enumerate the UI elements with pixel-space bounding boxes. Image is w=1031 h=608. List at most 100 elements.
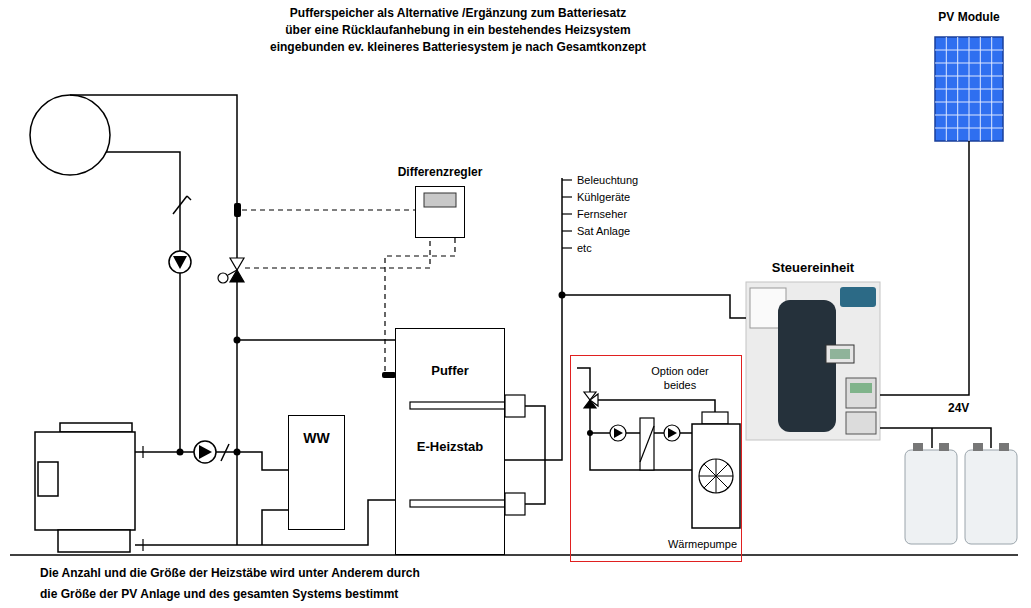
voltage-label: 24V [948, 401, 969, 415]
temperature-sensor [234, 203, 241, 217]
battery-terminal [939, 443, 949, 451]
pv-cell-grid [935, 37, 1003, 141]
display-screen [850, 383, 872, 393]
diagram-title: Pufferspeicher als Alternative /Ergänzun… [208, 5, 708, 56]
rod-terminal [505, 395, 525, 417]
fan-symbol [699, 459, 733, 493]
controller-box [415, 186, 465, 238]
boiler-base [58, 530, 130, 552]
load-label: etc [577, 241, 592, 255]
battery-terminal [999, 443, 1009, 451]
return-pipe [236, 282, 238, 545]
battery-wire [931, 428, 933, 448]
boiler-symbol [35, 432, 135, 530]
heat-pump-module [702, 412, 728, 424]
pump-symbol [199, 445, 212, 459]
consumer-tick [562, 230, 572, 231]
buffer-tank: PufferE-Heizstab [395, 328, 505, 555]
control-unit-box [746, 282, 880, 440]
display-panel [846, 412, 876, 434]
boiler-symbol [60, 423, 132, 432]
heat-pump-pipe [598, 400, 715, 412]
battery-symbol [905, 450, 957, 544]
battery-symbol [965, 450, 1017, 544]
heat-pump-option-frame: Option oder beidesWärmepumpe [570, 355, 742, 562]
node-title: Puffer [431, 363, 469, 379]
differential-controller: Differenzregler [398, 165, 483, 238]
pump-symbol [169, 251, 191, 273]
heat-exchanger [640, 418, 654, 470]
junction-dot [587, 430, 593, 436]
pump-symbol [194, 441, 216, 463]
check-valve [173, 196, 187, 214]
pump-symbol [668, 428, 677, 438]
check-valve [221, 444, 229, 461]
junction-dot [234, 337, 241, 344]
inverter-body [778, 300, 836, 432]
pv-module: PV Module [935, 10, 1003, 141]
control-unit: Steuereinheit [746, 260, 880, 440]
controller-display [424, 193, 456, 207]
hot-water-tank: WW [288, 415, 345, 530]
node-title: Option oder beides [637, 365, 723, 393]
diagram-caption: Die Anzahl und die Größe der Heizstäbe w… [40, 563, 460, 605]
valve-actuator [218, 273, 228, 283]
pump-symbol [173, 256, 187, 269]
pv-panel-box [935, 37, 1003, 141]
consumer-tick [562, 179, 572, 180]
flow-pipe [70, 95, 237, 258]
pump-symbol [664, 425, 680, 441]
consumer-wire [561, 178, 563, 295]
buffer-pipe [237, 339, 395, 341]
valve-actuator [228, 270, 237, 275]
consumer-tick [562, 213, 572, 214]
power-connector [880, 141, 969, 395]
node-heading: PV Module [938, 10, 999, 25]
node-heading: Steuereinheit [772, 260, 854, 276]
heat-pump-unit [692, 424, 740, 528]
charge-controller [840, 287, 876, 307]
consumer-tick [562, 196, 572, 197]
load-label: Fernseher [577, 207, 627, 221]
boiler-flow-pipe [135, 451, 194, 453]
display-panel [826, 345, 854, 363]
consumer-tick [562, 247, 572, 248]
ground-line [10, 554, 1018, 556]
power-connector [505, 295, 746, 460]
sensor-cable [245, 238, 430, 268]
hot-water-pipe [216, 452, 288, 470]
sensor-cable [242, 209, 415, 210]
boiler-door [38, 462, 58, 496]
node-subtitle: E-Heizstab [417, 439, 483, 455]
load-label: Sat Anlage [577, 224, 630, 238]
pump-symbol [614, 428, 623, 438]
heat-exchanger [640, 426, 654, 462]
pump-symbol [610, 425, 626, 441]
display-panel [846, 378, 876, 408]
boiler-return-pipe [135, 500, 395, 545]
load-label: Kühlgeräte [577, 190, 630, 204]
mixing-valve [590, 394, 598, 406]
pv-panel [935, 37, 1003, 141]
rod-wire [525, 406, 545, 504]
node-subtitle: Wärmepumpe [668, 538, 737, 552]
mixing-valve [230, 258, 244, 270]
heating-rod [410, 500, 505, 507]
return-pipe [106, 152, 180, 452]
display-screen [830, 349, 850, 359]
control-unit-housing [746, 282, 880, 440]
node-title: WW [303, 430, 329, 448]
check-valve [187, 196, 191, 200]
load-label: Beleuchtung [577, 173, 638, 187]
battery-terminal [913, 443, 923, 451]
rod-terminal [505, 493, 525, 515]
mixing-valve [230, 270, 244, 282]
fan-symbol [699, 459, 733, 493]
heating-rod [410, 402, 505, 409]
hot-water-return [262, 510, 288, 545]
battery-terminal [973, 443, 983, 451]
radiator-circle [30, 95, 110, 175]
